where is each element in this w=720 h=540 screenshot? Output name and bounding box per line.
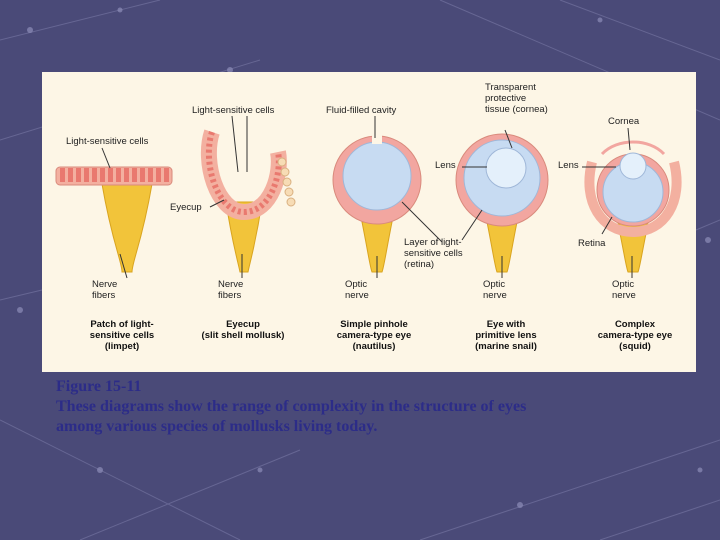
- caption-primitive-lens: Eye with primitive lens (marine snail): [475, 319, 537, 352]
- caption-pinhole: Simple pinhole camera-type eye (nautilus…: [336, 319, 412, 352]
- figure-panel: Light-sensitive cells Light-sensitive ce…: [42, 72, 696, 372]
- diagram-limpet: [55, 147, 173, 279]
- label-cornea: Cornea: [608, 116, 640, 127]
- label-nerve-fibers-1: Nerve fibers: [92, 279, 118, 301]
- label-optic-nerve-1: Optic nerve: [345, 279, 369, 301]
- caption-complex: Complex camera-type eye (squid): [597, 319, 673, 352]
- label-optic-nerve-3: Optic nerve: [612, 279, 636, 301]
- diagram-complex: [582, 127, 682, 278]
- label-lens-2: Lens: [558, 160, 579, 171]
- label-eyecup: Eyecup: [170, 202, 202, 213]
- diagram-primitive-lens: [455, 129, 549, 278]
- label-nerve-fibers-2: Nerve fibers: [218, 279, 244, 301]
- caption-patch: Patch of light- sensitive cells (limpet): [89, 319, 155, 352]
- figure-caption-title: Figure 15-11: [56, 378, 142, 395]
- figure-caption-line-1: These diagrams show the range of complex…: [56, 398, 527, 415]
- figure-caption: Figure 15-11 These diagrams show the ran…: [56, 377, 676, 437]
- label-retina: Retina: [578, 238, 606, 249]
- label-optic-nerve-2: Optic nerve: [483, 279, 507, 301]
- label-transparent-tissue: Transparent protective tissue (cornea): [485, 82, 548, 115]
- label-light-sensitive-cells-1: Light-sensitive cells: [66, 136, 149, 147]
- label-lens-1: Lens: [435, 160, 456, 171]
- diagram-pinhole: [332, 116, 443, 278]
- label-light-sensitive-cells-2: Light-sensitive cells: [192, 105, 275, 116]
- label-retina-layer: Layer of light- sensitive cells (retina): [404, 237, 463, 270]
- diagram-eyecup: [200, 115, 296, 278]
- caption-eyecup: Eyecup (slit shell mollusk): [201, 319, 285, 341]
- label-fluid-filled-cavity: Fluid-filled cavity: [326, 105, 397, 116]
- eye-diagrams: [55, 115, 682, 279]
- figure-caption-line-2: among various species of mollusks living…: [56, 418, 378, 435]
